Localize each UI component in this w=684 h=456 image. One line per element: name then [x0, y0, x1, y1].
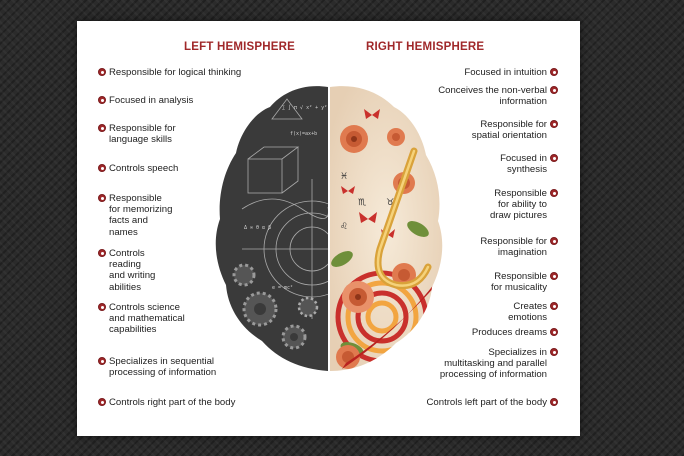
right-item: Specializes in multitasking and parallel… [397, 347, 558, 381]
rose-icon [336, 125, 416, 369]
right-item: Focused in synthesis [397, 153, 558, 175]
right-item: Creates emotions [397, 301, 558, 323]
bullet-icon [98, 249, 106, 257]
bullet-icon [550, 272, 558, 280]
bullet-icon [550, 86, 558, 94]
left-item: Controls speech [98, 163, 259, 174]
svg-text:♌: ♌ [340, 222, 348, 232]
bullet-icon [550, 189, 558, 197]
svg-text:f(x)=ax+b: f(x)=ax+b [290, 131, 317, 137]
left-item: Controls science and mathematical capabi… [98, 302, 259, 336]
bullet-icon [98, 303, 106, 311]
bullet-icon [550, 154, 558, 162]
bullet-icon [98, 164, 106, 172]
right-item: Responsible for musicality [397, 271, 558, 293]
right-item: Conceives the non-verbal information [397, 85, 558, 107]
bullet-icon [550, 328, 558, 336]
right-hemisphere: ♓ ♌ ♏ ♉ [330, 86, 443, 372]
right-item: Produces dreams [397, 327, 558, 338]
left-item: Responsible for language skills [98, 123, 259, 145]
infographic-card: LEFT HEMISPHERE RIGHT HEMISPHERE Respons… [77, 21, 580, 436]
right-item: Responsible for ability to draw pictures [397, 188, 558, 222]
svg-text:♏: ♏ [358, 198, 366, 208]
right-item: Focused in intuition [397, 67, 558, 78]
bullet-icon [98, 124, 106, 132]
bullet-icon [550, 348, 558, 356]
left-item: Responsible for memorizing facts and nam… [98, 193, 259, 238]
svg-text:∑ ∫ π √ x² + y²: ∑ ∫ π √ x² + y² [282, 104, 327, 111]
svg-text:Δ ∞ θ α β: Δ ∞ θ α β [244, 225, 271, 231]
right-hemisphere-title: RIGHT HEMISPHERE [366, 41, 485, 53]
bullet-icon [550, 120, 558, 128]
bullet-icon [98, 194, 106, 202]
left-item: Responsible for logical thinking [98, 67, 259, 78]
right-item: Controls left part of the body [397, 397, 558, 408]
svg-text:e = mc²: e = mc² [272, 285, 293, 291]
bullet-icon [98, 96, 106, 104]
bullet-icon [550, 237, 558, 245]
bullet-icon [550, 398, 558, 406]
left-hemisphere: ∑ ∫ π √ x² + y² f(x)=ax+b Δ ∞ θ α β e = … [215, 86, 328, 372]
bullet-icon [98, 357, 106, 365]
left-item: Focused in analysis [98, 95, 259, 106]
right-item: Responsible for spatial orientation [397, 119, 558, 141]
svg-text:♉: ♉ [386, 198, 394, 208]
bullet-icon [98, 398, 106, 406]
right-item: Responsible for imagination [397, 236, 558, 258]
gear-icon [232, 263, 319, 350]
brain-illustration: ∑ ∫ π √ x² + y² f(x)=ax+b Δ ∞ θ α β e = … [215, 86, 443, 372]
bullet-icon [550, 302, 558, 310]
bullet-icon [550, 68, 558, 76]
left-hemisphere-title: LEFT HEMISPHERE [184, 41, 295, 53]
svg-text:♓: ♓ [340, 172, 348, 182]
left-item: Controls reading and writing abilities [98, 248, 259, 293]
left-item: Controls right part of the body [98, 397, 259, 408]
bullet-icon [98, 68, 106, 76]
saxophone-icon [374, 147, 432, 290]
left-item: Specializes in sequential processing of … [98, 356, 259, 378]
